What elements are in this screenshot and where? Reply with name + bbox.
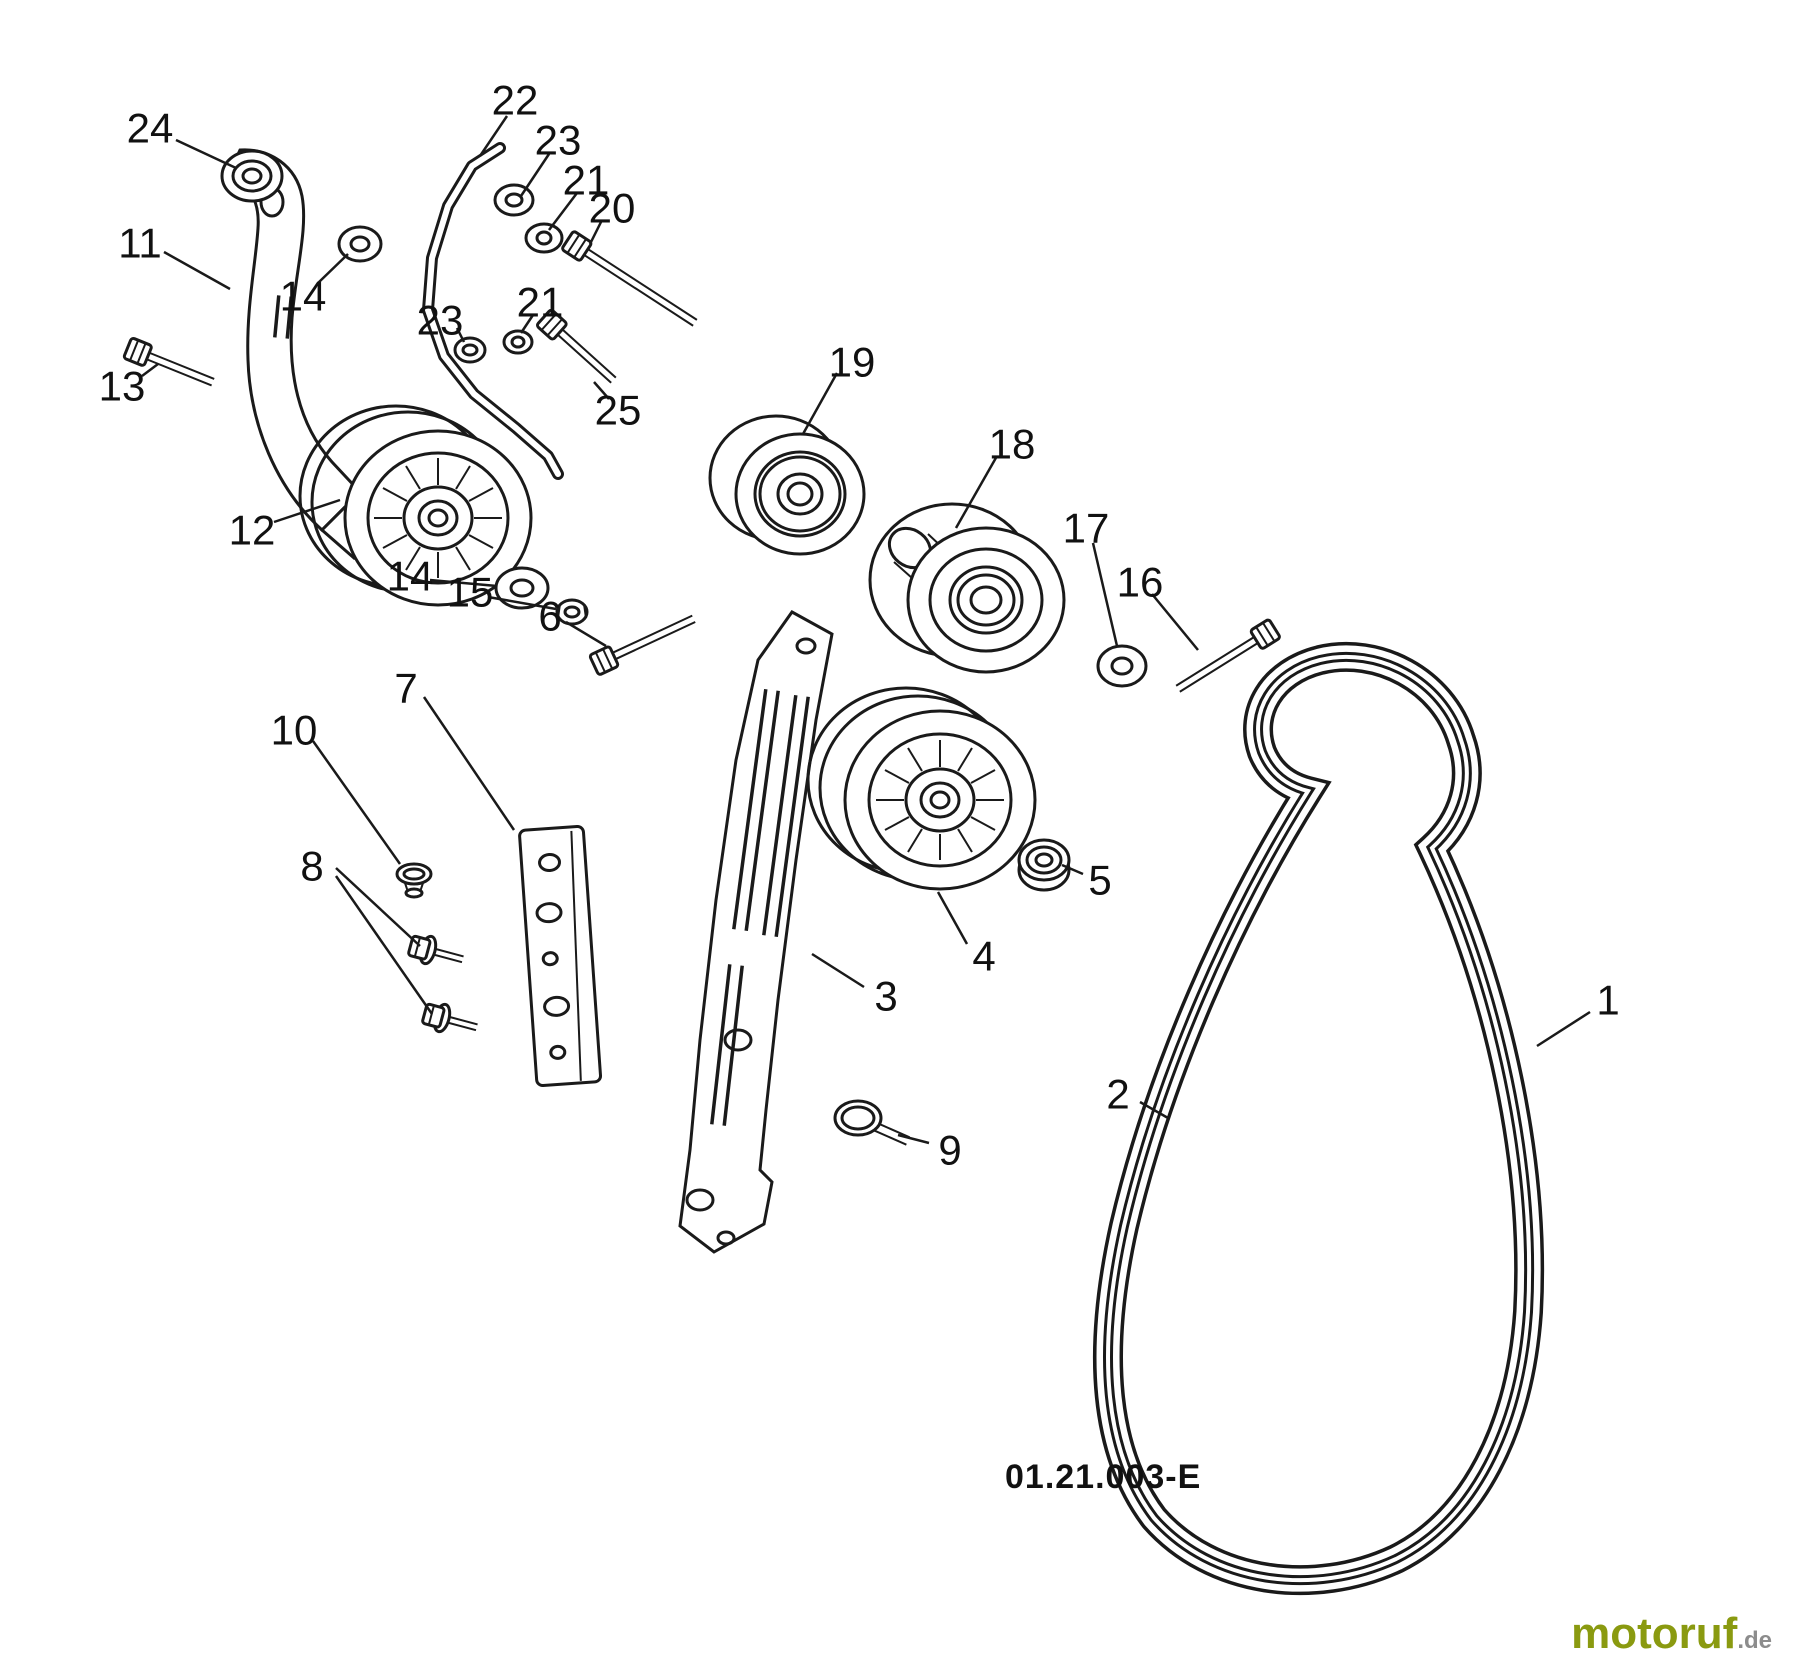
leader-line-20: [588, 219, 604, 245]
leader-line-14: [317, 253, 349, 284]
leader-line-22: [478, 115, 509, 157]
part-label-19: 19: [829, 339, 876, 386]
support-arm-3: [678, 610, 834, 1254]
leader-line-4: [936, 891, 969, 945]
leader-line-13: [141, 363, 159, 377]
part-label-14: 14: [280, 273, 327, 320]
hex-bolt-16: [1175, 618, 1281, 693]
leader-line-10: [311, 740, 402, 865]
leader-line-21: [548, 192, 578, 231]
part-label-11: 11: [118, 220, 162, 267]
idler-pulley-12: [298, 404, 533, 607]
leader-line-8: [335, 867, 421, 947]
hex-bolt-13: [122, 336, 216, 387]
leader-line-18: [954, 455, 999, 529]
leader-line-25: [593, 381, 610, 400]
shoulder-screw-9: [833, 1099, 911, 1146]
leader-line-17: [1091, 542, 1119, 647]
washer-14-upper: [337, 225, 383, 263]
linkage-rod-22: [422, 142, 564, 480]
leader-line-8: [334, 875, 434, 1015]
leader-line-9: [897, 1133, 930, 1145]
nut-15: [555, 598, 589, 626]
flange-bolt-8b: [421, 1002, 479, 1034]
part-label-22: 22: [492, 77, 539, 124]
nut-23-lower: [453, 336, 487, 364]
leader-line-11: [163, 250, 231, 291]
part-label-23: 23: [535, 117, 582, 164]
part-label-6: 6: [538, 593, 561, 640]
part-label-21: 21: [563, 157, 610, 204]
part-label-17: 17: [1063, 505, 1110, 552]
mounting-plate-7: [518, 824, 603, 1088]
hex-bolt-20: [561, 230, 698, 327]
part-label-21: 21: [517, 279, 564, 326]
leader-line-7: [422, 696, 516, 831]
flange-bolt-8a: [407, 934, 465, 966]
part-label-14: 14: [387, 553, 434, 600]
part-label-2: 2: [1106, 1071, 1129, 1118]
leader-line-2: [1139, 1100, 1169, 1120]
leader-line-15: [487, 595, 557, 611]
flange-nut-24: [220, 149, 284, 203]
washer-17: [1096, 644, 1148, 688]
leader-line-23: [455, 327, 466, 343]
part-label-10: 10: [271, 707, 318, 754]
button-plug-10: [395, 862, 433, 899]
drawing-number: 01.21.003-E: [1005, 1458, 1202, 1496]
watermark-brand: motoruf: [1571, 1609, 1738, 1658]
v-idler-pulley-18: [868, 502, 1066, 674]
part-label-23: 23: [417, 297, 464, 344]
flange-nut-5: [1017, 838, 1071, 892]
part-label-25: 25: [595, 387, 642, 434]
watermark-tld: .de: [1737, 1627, 1772, 1654]
leader-line-23: [519, 153, 551, 197]
part-label-20: 20: [589, 185, 636, 232]
part-label-1: 1: [1596, 977, 1619, 1024]
part-label-9: 9: [938, 1127, 961, 1174]
part-label-24: 24: [127, 105, 174, 152]
washer-14-lower: [494, 566, 550, 610]
leader-line-1: [1536, 1010, 1591, 1048]
hex-bolt-6: [588, 614, 697, 676]
part-label-15: 15: [447, 569, 494, 616]
part-label-13: 13: [99, 363, 146, 410]
part-label-18: 18: [989, 421, 1036, 468]
leader-line-19: [801, 372, 839, 435]
leader-line-21: [519, 314, 535, 334]
leader-line-16: [1151, 593, 1199, 651]
part-label-4: 4: [972, 933, 995, 980]
part-label-8: 8: [300, 843, 323, 890]
part-label-12: 12: [229, 507, 276, 554]
leader-line-6: [565, 620, 607, 648]
watermark: motoruf.de: [1571, 1609, 1772, 1659]
flat-idler-pulley-19: [708, 414, 866, 556]
part-label-5: 5: [1088, 857, 1111, 904]
leader-line-14: [429, 578, 498, 588]
nut-21-lower: [502, 329, 534, 355]
part-label-7: 7: [394, 665, 417, 712]
hex-bolt-25: [536, 308, 617, 384]
leader-line-5: [1061, 863, 1084, 876]
washer-21-upper: [524, 222, 564, 254]
part-label-3: 3: [874, 973, 897, 1020]
belt-part: [1093, 641, 1545, 1596]
leader-line-24: [175, 138, 237, 170]
leader-line-12: [273, 498, 341, 524]
idler-pulley-4: [806, 686, 1037, 891]
part-label-16: 16: [1117, 559, 1164, 606]
washer-23-upper: [493, 183, 535, 217]
leader-line-3: [811, 952, 865, 989]
